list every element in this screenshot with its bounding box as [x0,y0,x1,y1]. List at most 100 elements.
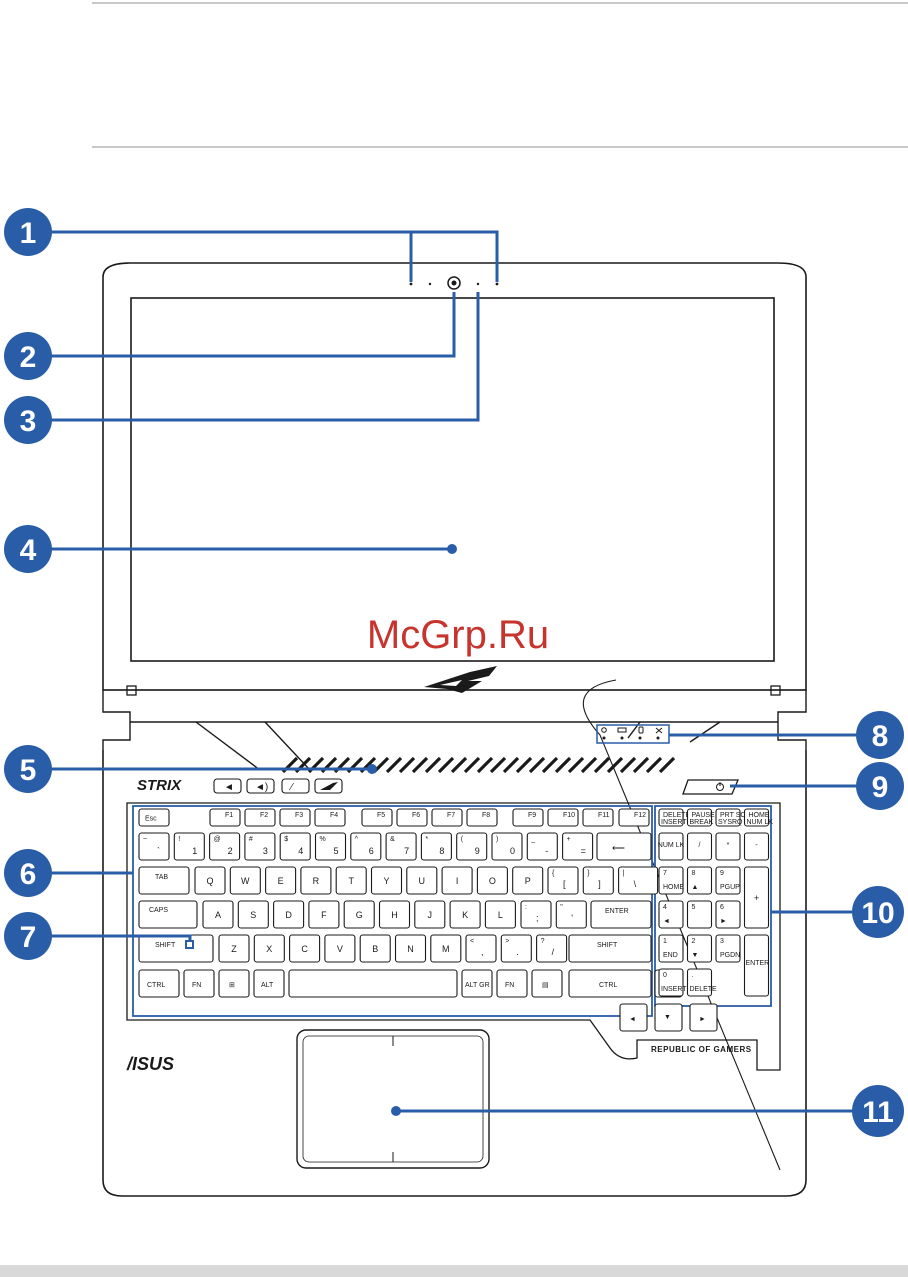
key-f9[interactable] [512,808,544,827]
numpad-top-0[interactable] [658,808,684,827]
key-f2[interactable] [244,808,276,827]
key-punct-z-1[interactable] [500,934,532,963]
key-b[interactable] [359,934,391,963]
key-windows[interactable] [218,969,250,998]
numpad-4[interactable] [658,900,684,929]
key-n[interactable] [394,934,427,963]
power-button[interactable] [682,779,739,795]
key-fn-right[interactable] [496,969,528,998]
numpad-top-1[interactable] [686,808,713,827]
numpad-op-3[interactable] [743,832,770,861]
key-fn-left[interactable] [183,969,215,998]
key-menu[interactable] [531,969,563,998]
key-bracket-1[interactable] [582,866,614,895]
key-i[interactable] [441,866,473,895]
key-k[interactable] [449,900,481,929]
numpad-7[interactable] [658,866,684,895]
key-alt-left[interactable] [253,969,285,998]
key-o[interactable] [476,866,508,895]
numpad-enter[interactable] [743,934,770,997]
key-v[interactable] [324,934,356,963]
key-f7[interactable] [431,808,463,827]
key-arrow-left[interactable] [619,1003,648,1032]
key-shift-left[interactable] [138,934,214,963]
key-e[interactable] [265,866,297,895]
key-punct-a-1[interactable] [555,900,587,929]
key-enter[interactable] [590,900,652,929]
key-num-3[interactable] [244,832,276,861]
key-y[interactable] [370,866,403,895]
key-arrow-right[interactable] [689,1003,718,1032]
numpad-top-3[interactable] [743,808,770,827]
key-f5[interactable] [361,808,393,827]
key-alt-gr[interactable] [461,969,493,998]
key-j[interactable] [414,900,446,929]
key-num-1[interactable] [173,832,205,861]
key-c[interactable] [289,934,321,963]
key-f1[interactable] [209,808,241,827]
numpad-5[interactable] [686,900,713,929]
key-ctrl-left[interactable] [138,969,180,998]
key-num-12[interactable] [562,832,594,861]
key-num-4[interactable] [279,832,311,861]
numpad-op-2[interactable] [715,832,741,861]
touchpad[interactable] [296,1029,490,1169]
key-bracket-0[interactable] [547,866,579,895]
key-h[interactable] [378,900,411,929]
key-t[interactable] [335,866,367,895]
key-u[interactable] [406,866,438,895]
key-x[interactable] [253,934,285,963]
key-num-11[interactable] [526,832,558,861]
numpad-6[interactable] [715,900,741,929]
key-tab[interactable] [138,866,190,895]
volume-down-key[interactable] [213,778,242,794]
key-f12[interactable] [618,808,650,827]
key-num-10[interactable] [491,832,523,861]
key-num-9[interactable] [456,832,488,861]
key-arrow-down[interactable] [654,1003,683,1032]
numpad-2[interactable] [686,934,713,963]
key-r[interactable] [300,866,332,895]
numpad-1[interactable] [658,934,684,963]
key-f4[interactable] [314,808,346,827]
key-w[interactable] [229,866,261,895]
key-num-8[interactable] [420,832,452,861]
key-punct-a-0[interactable] [520,900,552,929]
key-num-2[interactable] [209,832,241,861]
key-g[interactable] [343,900,375,929]
key-backspace[interactable] [596,832,652,861]
numpad-0[interactable] [658,968,684,997]
numpad-dot[interactable] [686,968,713,997]
numpad-9[interactable] [715,866,741,895]
numpad-plus[interactable] [743,866,770,929]
key-num-5[interactable] [314,832,347,861]
key-z[interactable] [218,934,250,963]
key-punct-z-2[interactable] [536,934,568,963]
key-f6[interactable] [396,808,428,827]
key-caps-lock[interactable] [138,900,198,929]
numpad-op-0[interactable] [658,832,684,861]
key-d[interactable] [273,900,305,929]
key-num-0[interactable] [138,832,170,861]
key-f3[interactable] [279,808,311,827]
key-s[interactable] [237,900,269,929]
key-l[interactable] [484,900,516,929]
key-bracket-2[interactable] [618,866,659,895]
key-ctrl-right[interactable] [568,969,652,998]
key-space[interactable] [288,969,458,998]
key-f10[interactable] [547,808,579,827]
key-p[interactable] [512,866,544,895]
key-punct-z-0[interactable] [465,934,497,963]
numpad-8[interactable] [686,866,713,895]
numpad-top-2[interactable] [715,808,741,827]
mic-mute-key[interactable] [281,778,310,794]
volume-up-key[interactable] [246,778,275,794]
key-num-6[interactable] [350,832,382,861]
key-esc[interactable] [138,808,170,827]
key-f[interactable] [308,900,340,929]
key-q[interactable] [194,866,226,895]
key-f11[interactable] [582,808,614,827]
key-a[interactable] [202,900,234,929]
key-shift-right[interactable] [568,934,652,963]
key-m[interactable] [430,934,462,963]
